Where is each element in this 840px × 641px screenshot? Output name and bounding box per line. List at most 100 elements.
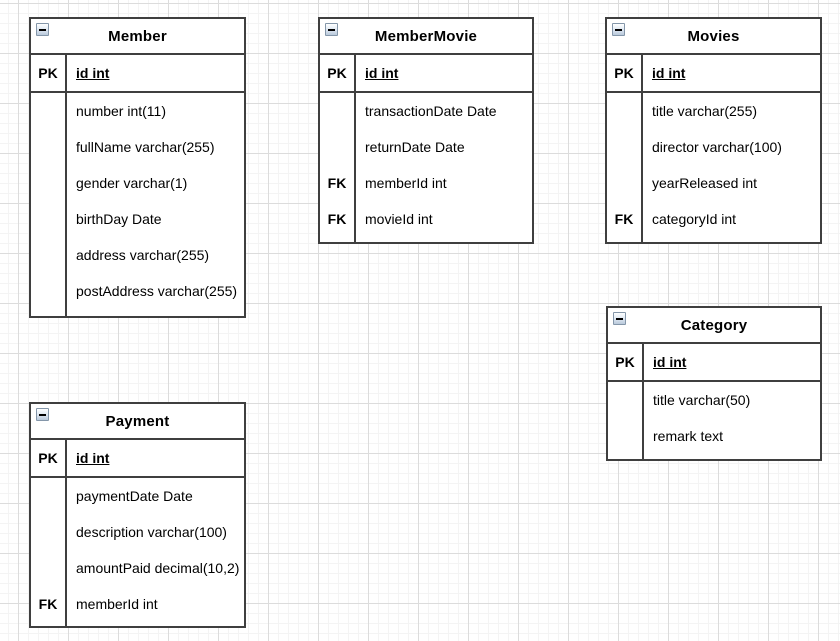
entity-table-membermovie[interactable]: MemberMovie PK id int transactionDate Da… bbox=[318, 17, 534, 244]
field-row[interactable]: FK movieId int bbox=[320, 201, 532, 237]
entity-field-list: number int(11) fullName varchar(255) gen… bbox=[31, 93, 244, 316]
key-column-divider bbox=[641, 93, 643, 242]
minus-icon bbox=[39, 413, 46, 416]
entity-table-member[interactable]: Member PK id int number int(11) fullName… bbox=[29, 17, 246, 318]
collapse-icon[interactable] bbox=[613, 312, 626, 325]
field-name: title varchar(255) bbox=[652, 103, 758, 119]
field-name: yearReleased int bbox=[652, 175, 758, 191]
field-key-label bbox=[320, 93, 354, 129]
minus-icon bbox=[39, 28, 46, 31]
pk-field-name: id int bbox=[354, 55, 532, 91]
pk-field-name: id int bbox=[65, 55, 244, 91]
field-name: memberId int bbox=[76, 596, 158, 612]
field-key-label bbox=[31, 478, 65, 514]
minus-icon bbox=[615, 28, 622, 31]
field-key-label bbox=[608, 382, 642, 418]
field-row[interactable]: FK memberId int bbox=[31, 586, 244, 622]
field-key-label bbox=[607, 165, 641, 201]
field-row[interactable]: paymentDate Date bbox=[31, 478, 244, 514]
field-key-label: FK bbox=[327, 211, 347, 227]
entity-table-movies[interactable]: Movies PK id int title varchar(255) dire… bbox=[605, 17, 822, 244]
field-name: director varchar(100) bbox=[652, 139, 782, 155]
primary-key-row[interactable]: PK id int bbox=[31, 440, 244, 478]
primary-key-row[interactable]: PK id int bbox=[320, 55, 532, 93]
field-key-label bbox=[607, 129, 641, 165]
field-row[interactable]: yearReleased int bbox=[607, 165, 820, 201]
collapse-icon[interactable] bbox=[325, 23, 338, 36]
entity-header[interactable]: Category bbox=[608, 308, 820, 344]
field-key-label: FK bbox=[327, 175, 347, 191]
field-row[interactable]: FK memberId int bbox=[320, 165, 532, 201]
field-key-label bbox=[31, 93, 65, 129]
collapse-icon[interactable] bbox=[36, 408, 49, 421]
field-row[interactable]: director varchar(100) bbox=[607, 129, 820, 165]
field-name: remark text bbox=[653, 428, 724, 444]
entity-table-category[interactable]: Category PK id int title varchar(50) rem… bbox=[606, 306, 822, 461]
field-row[interactable]: description varchar(100) bbox=[31, 514, 244, 550]
entity-field-list: title varchar(50) remark text bbox=[608, 382, 820, 459]
pk-label: PK bbox=[38, 65, 58, 81]
key-column-divider bbox=[354, 93, 356, 242]
field-row[interactable]: postAddress varchar(255) bbox=[31, 273, 244, 309]
minus-icon bbox=[616, 317, 623, 320]
primary-key-row[interactable]: PK id int bbox=[607, 55, 820, 93]
field-name: amountPaid decimal(10,2) bbox=[76, 560, 240, 576]
entity-title: MemberMovie bbox=[374, 27, 478, 45]
field-key-label: FK bbox=[38, 596, 58, 612]
entity-title: Category bbox=[680, 316, 748, 334]
field-row[interactable]: amountPaid decimal(10,2) bbox=[31, 550, 244, 586]
minus-icon bbox=[328, 28, 335, 31]
field-row[interactable]: number int(11) bbox=[31, 93, 244, 129]
field-key-label bbox=[31, 273, 65, 309]
entity-header[interactable]: Member bbox=[31, 19, 244, 55]
field-name: postAddress varchar(255) bbox=[76, 283, 238, 299]
pk-field-name: id int bbox=[65, 440, 244, 476]
field-row[interactable]: address varchar(255) bbox=[31, 237, 244, 273]
field-key-label: FK bbox=[614, 211, 634, 227]
field-row[interactable]: transactionDate Date bbox=[320, 93, 532, 129]
field-key-label bbox=[607, 93, 641, 129]
entity-header[interactable]: Movies bbox=[607, 19, 820, 55]
entity-table-payment[interactable]: Payment PK id int paymentDate Date descr… bbox=[29, 402, 246, 628]
collapse-icon[interactable] bbox=[612, 23, 625, 36]
key-column-divider bbox=[642, 382, 644, 459]
field-key-label bbox=[31, 129, 65, 165]
field-name: fullName varchar(255) bbox=[76, 139, 215, 155]
key-column-divider bbox=[65, 478, 67, 626]
field-key-label bbox=[31, 237, 65, 273]
field-key-label bbox=[31, 514, 65, 550]
field-name: movieId int bbox=[365, 211, 433, 227]
field-name: title varchar(50) bbox=[653, 392, 751, 408]
field-key-label bbox=[320, 129, 354, 165]
entity-header[interactable]: MemberMovie bbox=[320, 19, 532, 55]
field-name: gender varchar(1) bbox=[76, 175, 188, 191]
primary-key-row[interactable]: PK id int bbox=[608, 344, 820, 382]
field-name: returnDate Date bbox=[365, 139, 465, 155]
key-column-divider bbox=[65, 93, 67, 316]
entity-title: Member bbox=[108, 27, 167, 45]
field-row[interactable]: fullName varchar(255) bbox=[31, 129, 244, 165]
field-row[interactable]: remark text bbox=[608, 418, 820, 454]
field-name: description varchar(100) bbox=[76, 524, 227, 540]
entity-title: Movies bbox=[687, 27, 740, 45]
entity-header[interactable]: Payment bbox=[31, 404, 244, 440]
pk-label: PK bbox=[38, 450, 58, 466]
entity-field-list: title varchar(255) director varchar(100)… bbox=[607, 93, 820, 242]
entity-title: Payment bbox=[105, 412, 170, 430]
entity-field-list: transactionDate Date returnDate Date FK … bbox=[320, 93, 532, 242]
field-key-label bbox=[31, 165, 65, 201]
primary-key-row[interactable]: PK id int bbox=[31, 55, 244, 93]
field-name: number int(11) bbox=[76, 103, 167, 119]
field-row[interactable]: title varchar(50) bbox=[608, 382, 820, 418]
field-name: birthDay Date bbox=[76, 211, 162, 227]
field-row[interactable]: returnDate Date bbox=[320, 129, 532, 165]
field-row[interactable]: gender varchar(1) bbox=[31, 165, 244, 201]
field-row[interactable]: birthDay Date bbox=[31, 201, 244, 237]
pk-label: PK bbox=[615, 354, 635, 370]
field-name: transactionDate Date bbox=[365, 103, 497, 119]
collapse-icon[interactable] bbox=[36, 23, 49, 36]
field-row[interactable]: FK categoryId int bbox=[607, 201, 820, 237]
pk-label: PK bbox=[614, 65, 634, 81]
field-row[interactable]: title varchar(255) bbox=[607, 93, 820, 129]
